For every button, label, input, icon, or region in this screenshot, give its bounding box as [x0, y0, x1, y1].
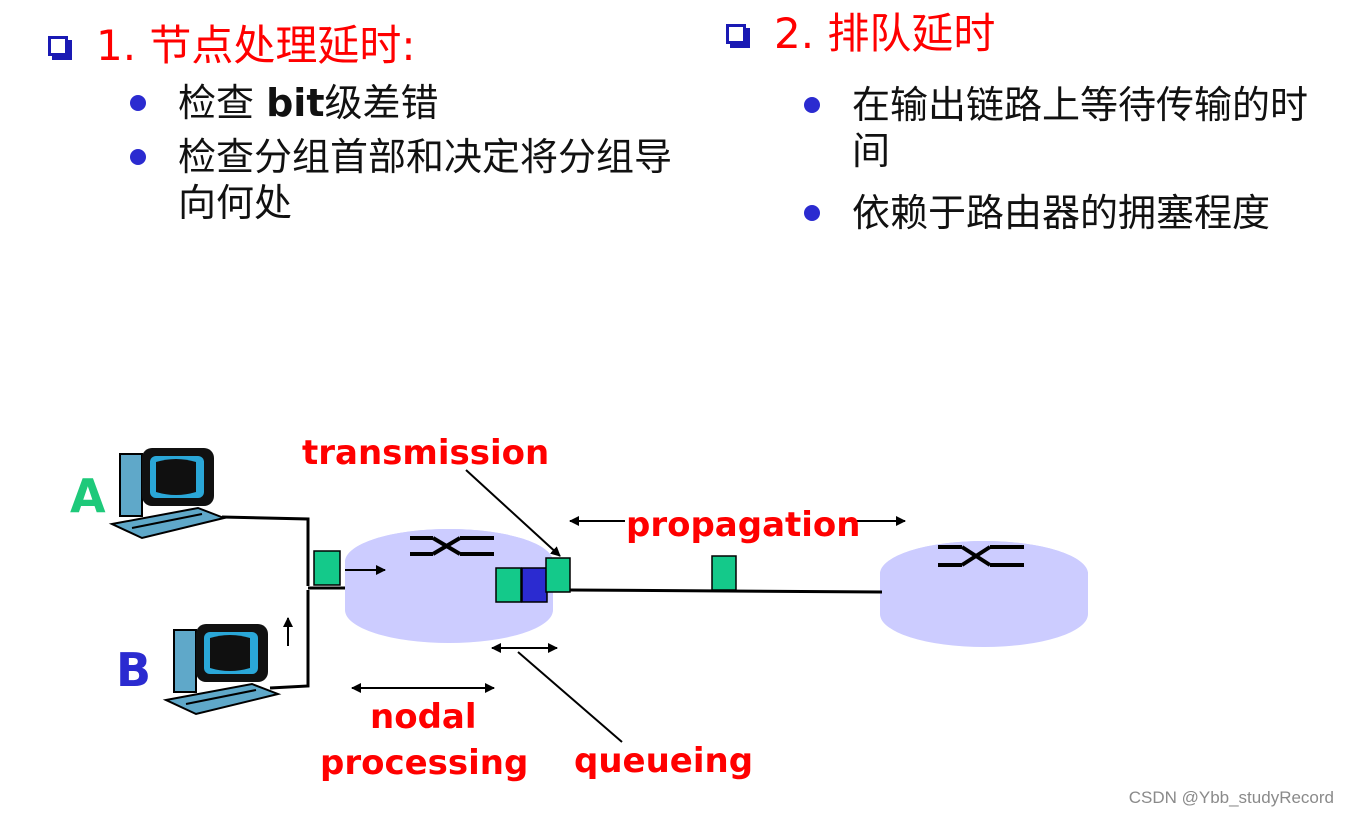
bit-text: bit — [266, 81, 325, 125]
section1-bullet-1: 检查 bit级差错 — [126, 80, 686, 126]
checkbox-icon — [726, 24, 746, 44]
host-b-computer-icon — [162, 624, 282, 716]
host-a-computer-icon — [108, 448, 228, 540]
queueing-pointer — [517, 651, 623, 743]
host-a-label: A — [70, 469, 106, 523]
section2-bullet-2: 依赖于路由器的拥塞程度 — [800, 190, 1345, 236]
transmission-label: transmission — [302, 433, 549, 473]
section2-heading-text: 2. 排队延时 — [774, 9, 996, 58]
link-host-a — [221, 515, 310, 586]
host-b-label: B — [116, 643, 151, 697]
transmission-pointer — [465, 469, 561, 557]
link-host-b — [269, 590, 310, 690]
section1-heading-text: 1. 节点处理延时: — [96, 21, 416, 70]
propagation-label: propagation — [626, 505, 861, 545]
queued-packet-2 — [521, 567, 548, 603]
nodal-label: nodal — [370, 697, 477, 737]
section1-heading: 1. 节点处理延时: — [48, 20, 416, 72]
incoming-packet — [313, 550, 341, 586]
queueing-label: queueing — [574, 741, 753, 781]
watermark: CSDN @Ybb_studyRecord — [1129, 788, 1334, 807]
router-2 — [880, 541, 1088, 647]
router-1-switch-icon — [410, 536, 494, 556]
section2-heading: 2. 排队延时 — [726, 8, 995, 60]
queued-packet-1 — [495, 567, 522, 603]
checkbox-icon — [48, 36, 68, 56]
section2-bullet-1: 在输出链路上等待传输的时间 — [800, 82, 1345, 174]
section1-bullet-list: 检查 bit级差错 检查分组首部和决定将分组导向何处 — [126, 80, 686, 234]
router-2-switch-icon — [938, 545, 1024, 567]
output-link — [569, 588, 883, 594]
section2-bullet-list: 在输出链路上等待传输的时间 依赖于路由器的拥塞程度 — [800, 82, 1345, 252]
section1-bullet-2: 检查分组首部和决定将分组导向何处 — [126, 134, 686, 226]
transmitting-packet — [545, 557, 571, 593]
processing-label: processing — [320, 743, 528, 783]
propagating-packet — [711, 555, 737, 591]
